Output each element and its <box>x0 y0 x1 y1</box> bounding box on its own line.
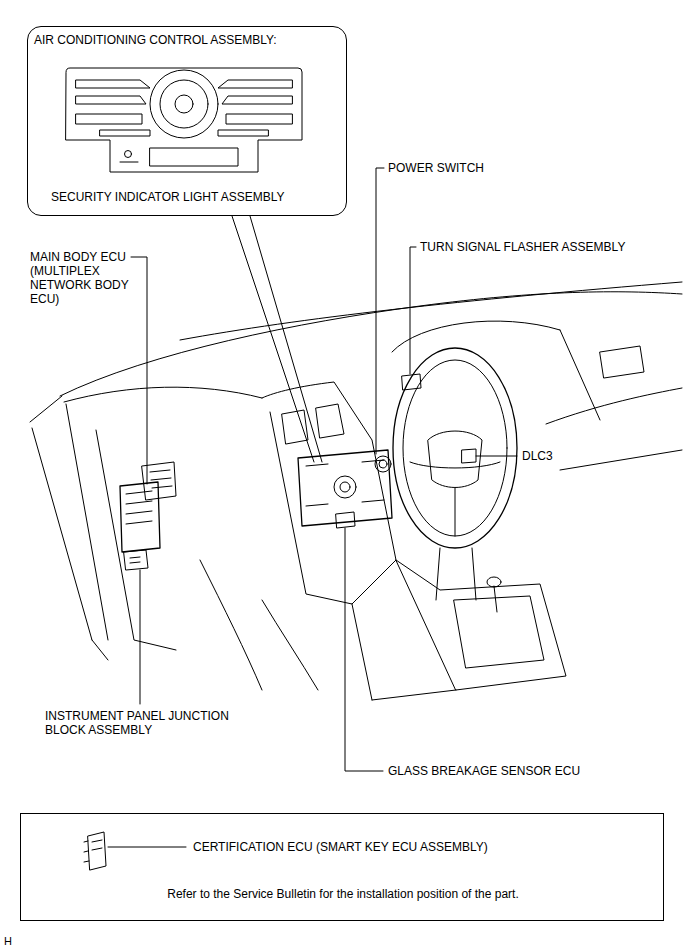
box-heading: AIR CONDITIONING CONTROL ASSEMBLY: <box>34 33 277 47</box>
part-name: H <box>4 934 12 948</box>
box-text: SECURITY INDICATOR LIGHT ASSEMBLY <box>51 190 285 204</box>
leader-lines <box>131 168 517 771</box>
box-heading: CERTIFICATION ECU (SMART KEY ECU ASSEMBL… <box>193 840 488 854</box>
part-name: GLASS BREAKAGE SENSOR ECU <box>388 764 580 778</box>
bubble-pointer <box>250 216 322 462</box>
part-name: TURN SIGNAL FLASHER ASSEMBLY <box>420 240 625 254</box>
dashboard-drawing <box>30 282 682 700</box>
part-name: POWER SWITCH <box>388 161 484 175</box>
box-text: Refer to the Service Bulletin for the in… <box>167 887 519 901</box>
callout-box: AIR CONDITIONING CONTROL ASSEMBLY: SECURI… <box>27 26 347 216</box>
part-name: DLC3 <box>522 449 553 463</box>
callout-box: CERTIFICATION ECU (SMART KEY ECU ASSEMBL… <box>20 813 664 921</box>
part-name: MAIN BODY ECU (MULTIPLEX NETWORK BODY EC… <box>30 250 134 306</box>
part-name: INSTRUMENT PANEL JUNCTION BLOCK ASSEMBLY <box>45 709 241 737</box>
control-panel-drawing <box>66 68 302 172</box>
ecu-icon <box>84 832 186 870</box>
